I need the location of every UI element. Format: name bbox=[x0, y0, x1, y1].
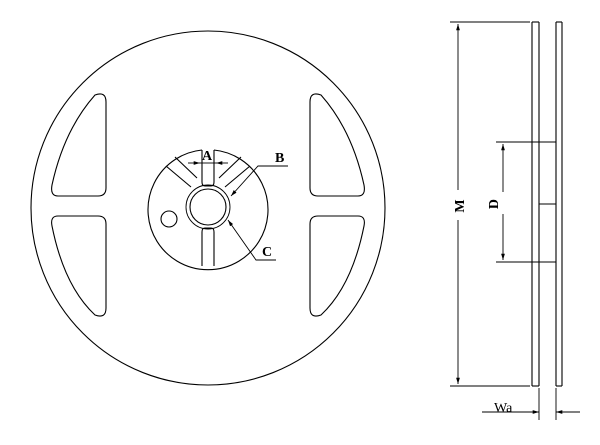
reel-front-view: A B C bbox=[30, 30, 386, 386]
reel-window-upper-right bbox=[309, 93, 365, 197]
hub-slot-top bbox=[201, 150, 215, 187]
hub-bore bbox=[189, 188, 227, 226]
hub-slot-bottom bbox=[201, 227, 215, 266]
label-c: C bbox=[262, 245, 272, 260]
reel-outer-flange bbox=[30, 30, 386, 386]
label-b: B bbox=[275, 151, 284, 166]
drive-hole bbox=[160, 210, 178, 228]
label-a: A bbox=[202, 149, 213, 164]
reel-hub bbox=[147, 149, 269, 271]
label-m: M bbox=[453, 199, 468, 212]
reel-window-upper-left bbox=[51, 93, 107, 197]
hub-slot-upper-left bbox=[165, 156, 198, 188]
reel-window-lower-right bbox=[309, 215, 365, 317]
reel-window-lower-left bbox=[51, 215, 107, 317]
leader-b bbox=[230, 165, 288, 197]
hub-slot-upper-right bbox=[218, 156, 251, 188]
leader-c bbox=[227, 219, 276, 261]
hub-ring bbox=[185, 184, 231, 230]
label-d: D bbox=[487, 199, 502, 209]
reel-side-view: M D Wa bbox=[450, 21, 580, 420]
label-wa: Wa bbox=[494, 401, 513, 416]
